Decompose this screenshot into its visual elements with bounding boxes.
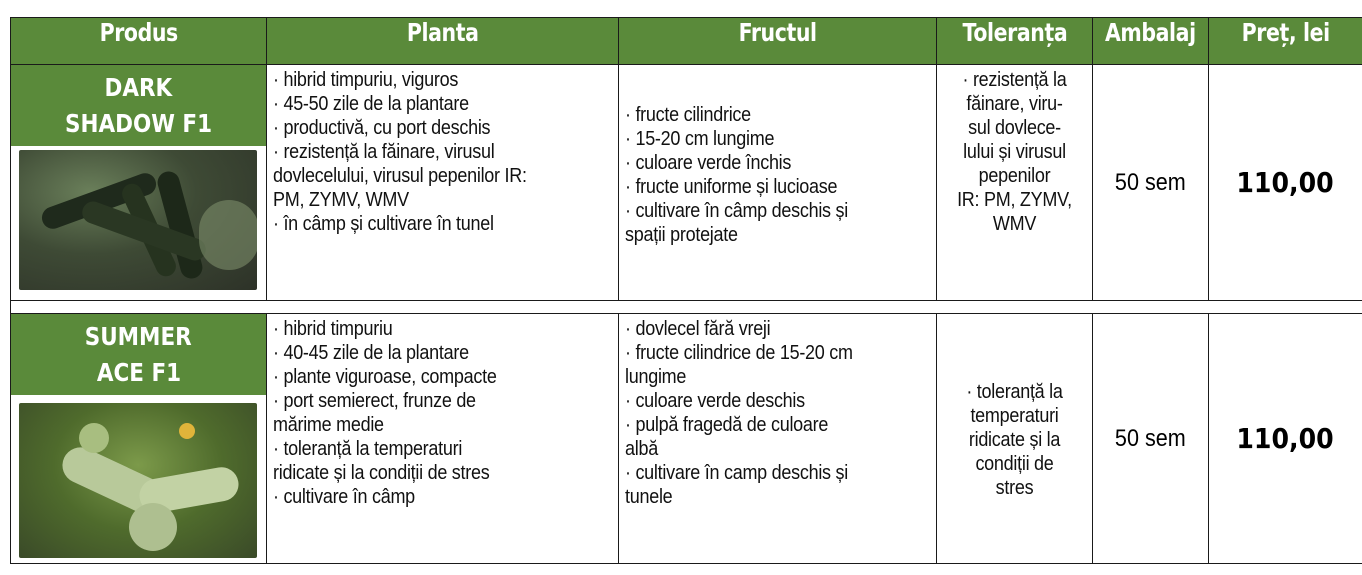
list-item: · plante viguroase, compacte xyxy=(273,366,497,388)
list-item: făinare, viru- xyxy=(966,93,1063,115)
product-photo-dark-shadow xyxy=(19,150,257,290)
list-item: · fructe cilindrice xyxy=(625,104,751,126)
list-item: · cultivare în câmp xyxy=(273,486,415,508)
list-item: · fructe uniforme și lucioase xyxy=(625,176,838,198)
list-item: stres xyxy=(995,477,1034,499)
list-item: · cultivare în câmp deschis și xyxy=(625,200,848,222)
header-fructul: Fructul xyxy=(618,17,937,65)
list-item: lului și virusul xyxy=(963,141,1066,163)
product-cell: SUMMER ACE F1 xyxy=(10,313,267,564)
pret-cell: 110,00 xyxy=(1208,64,1362,301)
list-item: WMV xyxy=(992,213,1037,235)
list-item: · pulpă fragedă de culoare xyxy=(625,414,829,436)
product-cell: DARK SHADOW F1 xyxy=(10,64,267,301)
toleranta-cell: · toleranță la temperaturi ridicate și l… xyxy=(936,313,1093,564)
product-name: SUMMER ACE F1 xyxy=(11,314,266,395)
fructul-list: · dovlecel fără vreji · fructe cilindric… xyxy=(619,314,936,509)
list-item: · fructe cilindrice de 15-20 cm xyxy=(625,342,853,364)
list-item: · 15-20 cm lungime xyxy=(625,128,775,150)
header-toleranta: Toleranța xyxy=(936,17,1093,65)
product-row: SUMMER ACE F1 · hibrid timpuriu · 40-45 … xyxy=(10,313,1362,564)
list-item: temperaturi xyxy=(970,405,1059,427)
planta-cell: · hibrid timpuriu, viguros · 45-50 zile … xyxy=(266,64,619,301)
list-item: · culoare verde deschis xyxy=(625,390,805,412)
ambalaj-cell: 50 sem xyxy=(1092,313,1209,564)
product-table: Produs Planta Fructul Toleranța Ambalaj … xyxy=(10,17,1362,564)
list-item: · rezistență la făinare, virusul xyxy=(273,141,495,163)
list-item: · productivă, cu port deschis xyxy=(273,117,491,139)
list-item: · cultivare în camp deschis și xyxy=(625,462,848,484)
list-item: ridicate și la xyxy=(968,429,1061,451)
header-pret: Preț, lei xyxy=(1208,17,1362,65)
list-item: sul dovlece- xyxy=(968,117,1061,139)
list-item: dovlecelului, virusul pepenilor IR: xyxy=(273,165,527,187)
list-item: IR: PM, ZYMV, xyxy=(957,189,1072,211)
list-item: PM, ZYMV, WMV xyxy=(273,189,409,211)
fructul-cell: · dovlecel fără vreji · fructe cilindric… xyxy=(618,313,937,564)
header-ambalaj: Ambalaj xyxy=(1092,17,1209,65)
list-item: · hibrid timpuriu xyxy=(273,318,393,340)
list-item: · hibrid timpuriu, viguros xyxy=(273,69,459,91)
pret-cell: 110,00 xyxy=(1208,313,1362,564)
list-item: ridicate și la condiții de stres xyxy=(273,462,490,484)
list-item: · în câmp și cultivare în tunel xyxy=(273,213,494,235)
planta-list: · hibrid timpuriu · 40-45 zile de la pla… xyxy=(267,314,618,509)
toleranta-cell: · rezistență la făinare, viru- sul dovle… xyxy=(936,64,1093,301)
ambalaj-cell: 50 sem xyxy=(1092,64,1209,301)
list-item: pepenilor xyxy=(978,165,1051,187)
fructul-cell: · fructe cilindrice · 15-20 cm lungime ·… xyxy=(618,64,937,301)
list-item: · 40-45 zile de la plantare xyxy=(273,342,469,364)
product-photo-summer-ace xyxy=(19,403,257,558)
planta-cell: · hibrid timpuriu · 40-45 zile de la pla… xyxy=(266,313,619,564)
list-item: spații protejate xyxy=(625,224,738,246)
fructul-list: · fructe cilindrice · 15-20 cm lungime ·… xyxy=(619,100,936,265)
row-separator xyxy=(10,300,1362,314)
toleranta-list: · toleranță la temperaturi ridicate și l… xyxy=(937,377,1092,500)
list-item: · 45-50 zile de la plantare xyxy=(273,93,469,115)
list-item: lungime xyxy=(625,366,687,388)
list-item: · dovlecel fără vreji xyxy=(625,318,771,340)
header-planta: Planta xyxy=(266,17,619,65)
toleranta-list: · rezistență la făinare, viru- sul dovle… xyxy=(937,65,1092,236)
list-item: · rezistență la xyxy=(962,69,1067,91)
list-item: mărime medie xyxy=(273,414,384,436)
list-item: · culoare verde închis xyxy=(625,152,792,174)
list-item: · port semierect, frunze de xyxy=(273,390,476,412)
list-item: · toleranță la xyxy=(966,381,1063,403)
list-item: tunele xyxy=(625,486,673,508)
header-produs: Produs xyxy=(10,17,267,65)
planta-list: · hibrid timpuriu, viguros · 45-50 zile … xyxy=(267,65,618,236)
list-item: condiții de xyxy=(975,453,1054,475)
product-name: DARK SHADOW F1 xyxy=(11,65,266,146)
header-row: Produs Planta Fructul Toleranța Ambalaj … xyxy=(10,17,1362,65)
list-item: albă xyxy=(625,438,658,460)
product-row: DARK SHADOW F1 · hibrid timpuriu, viguro… xyxy=(10,64,1362,301)
list-item: · toleranță la temperaturi xyxy=(273,438,463,460)
